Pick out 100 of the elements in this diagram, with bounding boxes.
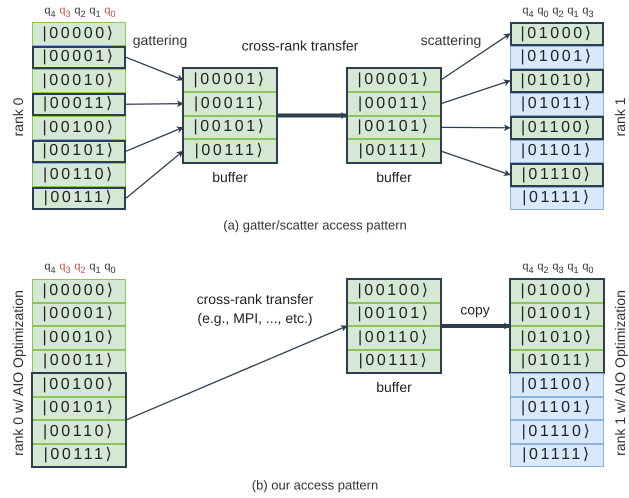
state-label: |00111⟩ — [358, 353, 430, 370]
state-label: |00101⟩ — [357, 119, 431, 136]
buffer-label: buffer — [376, 379, 412, 395]
arrow — [126, 150, 184, 199]
state-label: |01000⟩ — [520, 282, 594, 299]
state-label: |00000⟩ — [42, 26, 116, 42]
arrow — [126, 325, 348, 421]
selected-state-cell — [32, 46, 126, 69]
state-cell — [347, 350, 441, 373]
state-label: |01001⟩ — [520, 306, 594, 322]
text-label: scattering — [420, 32, 482, 48]
state-label: |00011⟩ — [358, 96, 430, 112]
qubit-label: q$_{0}$ — [104, 260, 116, 276]
qubit-label: q$_{3}$ — [59, 4, 71, 20]
rank-label: rank 1 — [612, 98, 628, 136]
qubit-label: q$_{3}$ — [552, 260, 564, 276]
state-cell — [183, 139, 277, 163]
qubit-label: q$_{4}$ — [44, 4, 56, 20]
arrow — [440, 150, 511, 176]
arrow — [440, 79, 511, 104]
state-label: |00101⟩ — [42, 143, 116, 160]
text-label: gattering — [132, 32, 188, 48]
state-label: |01110⟩ — [522, 424, 592, 440]
group-frame — [510, 279, 604, 373]
state-label: |00100⟩ — [42, 376, 116, 393]
state-label: |00011⟩ — [43, 96, 115, 112]
state-cell — [510, 140, 604, 163]
selected-state-cell — [510, 69, 604, 92]
arrow — [441, 124, 511, 132]
state-cell — [347, 139, 441, 163]
qubit-label: q$_{1}$ — [567, 260, 579, 276]
state-label: |01100⟩ — [521, 376, 593, 393]
state-cell — [32, 444, 126, 467]
state-cell — [510, 326, 604, 350]
state-cell — [32, 420, 126, 444]
text-label: (a) gatter/scatter access pattern — [223, 218, 407, 234]
group-frame — [32, 373, 126, 467]
state-label: |00110⟩ — [358, 330, 430, 346]
state-label: |01010⟩ — [520, 330, 594, 346]
arrow — [126, 100, 184, 108]
state-label: |01111⟩ — [522, 447, 592, 464]
qubit-label: q$_{4}$ — [44, 260, 56, 276]
state-label: |01001⟩ — [520, 49, 594, 66]
text-label: (b) our access pattern — [252, 478, 378, 494]
qubit-label: q$_{3}$ — [582, 4, 594, 20]
state-cell — [510, 420, 604, 444]
state-label: |00101⟩ — [357, 306, 431, 322]
qubit-label: q$_{1}$ — [89, 260, 101, 276]
state-cell — [32, 350, 126, 373]
state-cell — [510, 186, 604, 210]
selected-state-cell — [32, 140, 126, 163]
state-label: |00001⟩ — [42, 306, 116, 322]
qubit-label: q$_{0}$ — [104, 4, 116, 20]
rank-label: rank 0 w/ AIO Optimization — [10, 290, 26, 456]
state-label: |01101⟩ — [521, 400, 593, 416]
arrow — [126, 56, 184, 81]
state-cell — [32, 279, 126, 302]
state-label: |00101⟩ — [42, 400, 116, 416]
state-label: |01010⟩ — [520, 72, 594, 89]
selected-state-cell — [32, 186, 126, 210]
buffer-label: buffer — [376, 169, 412, 185]
state-label: |00010⟩ — [42, 72, 116, 89]
state-cell — [32, 302, 126, 326]
state-cell — [347, 68, 441, 92]
state-cell — [347, 92, 441, 116]
state-label: |00111⟩ — [194, 143, 266, 160]
state-cell — [347, 326, 441, 350]
state-label: |00010⟩ — [42, 330, 116, 346]
state-cell — [32, 373, 126, 396]
state-cell — [510, 46, 604, 69]
qubit-label: q$_{4}$ — [522, 4, 534, 20]
state-label: |01011⟩ — [521, 96, 593, 112]
state-label: |01011⟩ — [521, 353, 593, 370]
selected-state-cell — [32, 92, 126, 116]
selected-state-cell — [510, 116, 604, 140]
state-cell — [183, 116, 277, 140]
state-label: |00000⟩ — [42, 282, 116, 299]
qubit-label: q$_{3}$ — [59, 260, 71, 276]
state-label: |00011⟩ — [43, 353, 115, 370]
state-label: |00111⟩ — [358, 143, 430, 160]
state-cell — [32, 326, 126, 350]
qubit-label: q$_{0}$ — [537, 4, 549, 20]
state-cell — [510, 350, 604, 373]
state-cell — [510, 396, 604, 420]
state-cell — [32, 116, 126, 140]
qubit-label: q$_{2}$ — [74, 4, 86, 20]
selected-state-cell — [510, 22, 604, 46]
state-label: |01110⟩ — [522, 166, 592, 183]
arrow — [440, 33, 511, 80]
buffer-label: buffer — [212, 169, 248, 185]
state-cell — [347, 279, 441, 302]
state-label: |00100⟩ — [42, 120, 116, 136]
qubit-label: q$_{1}$ — [89, 4, 101, 20]
state-cell — [510, 444, 604, 467]
state-cell — [510, 302, 604, 326]
state-label: |00110⟩ — [43, 424, 115, 440]
state-cell — [510, 279, 604, 302]
state-cell — [32, 163, 126, 186]
arrow — [277, 112, 348, 119]
state-cell — [32, 69, 126, 92]
